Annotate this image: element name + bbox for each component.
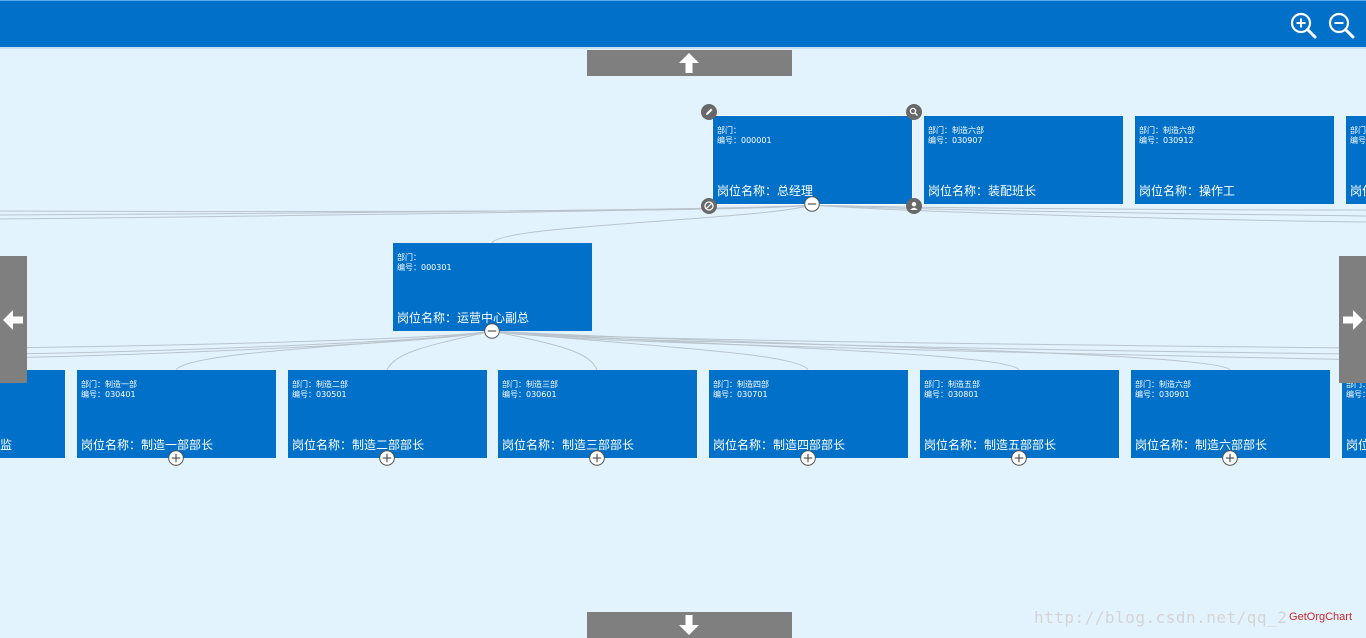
link xyxy=(0,330,493,349)
org-node-partial[interactable]: 部门： 编号： 岗位名称： xyxy=(1346,116,1366,204)
org-node[interactable]: 部门：制造六部 编号：030912 岗位名称：操作工 xyxy=(1135,116,1334,204)
link xyxy=(811,204,1366,223)
node-position-title: 监 xyxy=(0,438,13,452)
org-node[interactable]: 部门：制造三部 编号：030601 岗位名称：制造三部部长 xyxy=(498,370,697,458)
toolbar xyxy=(0,0,1366,47)
node-employee-id: 编号：030901 xyxy=(1135,390,1190,399)
link xyxy=(491,330,598,371)
minus-circle-icon[interactable] xyxy=(484,323,500,339)
node-employee-id: 编号：000001 xyxy=(717,136,772,145)
node-position-title: 岗位名称：装配班长 xyxy=(928,184,1037,198)
node-position-title: 岗位名称：运营中心副总 xyxy=(397,311,530,325)
node-position-title: 岗位名称： xyxy=(1350,184,1366,198)
arrow-down-icon xyxy=(679,615,699,635)
node-department: 部门：制造一部 xyxy=(81,380,137,389)
link xyxy=(0,204,813,212)
node-employee-id: 编号： xyxy=(1346,390,1366,399)
node-department: 部门： xyxy=(397,253,421,262)
link xyxy=(491,330,1020,371)
node-employee-id: 编号：030501 xyxy=(292,390,347,399)
link xyxy=(491,330,809,371)
node-position-title: 岗位名称：制造三部部长 xyxy=(502,438,635,452)
org-node[interactable]: 部门：制造二部 编号：030501 岗位名称：制造二部部长 xyxy=(288,370,487,458)
arrow-left-icon xyxy=(3,310,23,330)
plus-circle-icon[interactable] xyxy=(1222,450,1238,466)
org-node[interactable]: 部门： 编号：000301 岗位名称：运营中心副总 xyxy=(393,243,592,331)
zoom-in-icon[interactable] xyxy=(1289,11,1319,41)
node-position-title: 岗位名称：制造二部部长 xyxy=(292,438,425,452)
minus-circle-icon[interactable] xyxy=(804,196,820,212)
link xyxy=(0,204,813,220)
link xyxy=(491,330,1366,349)
node-employee-id: 编号：030801 xyxy=(924,390,979,399)
pencil-icon[interactable] xyxy=(701,104,717,120)
node-department: 部门：制造二部 xyxy=(292,380,348,389)
node-department: 部门：制造六部 xyxy=(1139,126,1195,135)
node-employee-id: 编号： xyxy=(1350,136,1366,145)
node-department: 部门：制造四部 xyxy=(713,380,769,389)
org-node[interactable]: 部门：制造五部 编号：030801 岗位名称：制造五部部长 xyxy=(920,370,1119,458)
arrow-up-icon xyxy=(679,53,699,73)
zoom-out-icon[interactable] xyxy=(1327,11,1357,41)
link xyxy=(386,330,493,371)
node-department: 部门：制造五部 xyxy=(924,380,980,389)
node-department: 部门： xyxy=(1346,380,1366,389)
node-position-title: 岗位名称：操作工 xyxy=(1139,184,1236,198)
watermark: http://blog.csdn.net/qq_2 xyxy=(1034,608,1288,627)
node-department: 部门：制造六部 xyxy=(928,126,984,135)
link xyxy=(491,204,813,244)
magnifier-icon[interactable] xyxy=(906,104,922,120)
link xyxy=(0,330,493,355)
node-employee-id: 编号：030601 xyxy=(502,390,557,399)
plus-circle-icon[interactable] xyxy=(800,450,816,466)
person-icon[interactable] xyxy=(906,198,922,214)
pan-down-button[interactable] xyxy=(587,612,792,638)
node-position-title: 岗位名称：制造五部部长 xyxy=(924,438,1057,452)
node-employee-id: 编号：030907 xyxy=(928,136,983,145)
org-node[interactable]: 部门：制造一部 编号：030401 岗位名称：制造一部部长 xyxy=(77,370,276,458)
toolbar-divider xyxy=(0,47,1366,49)
node-employee-id: 编号：000301 xyxy=(397,263,452,272)
org-node[interactable]: 部门：制造六部 编号：030901 岗位名称：制造六部部长 xyxy=(1131,370,1330,458)
org-node[interactable]: 部门：制造四部 编号：030701 岗位名称：制造四部部长 xyxy=(709,370,908,458)
node-position-title: 岗位名称：总经理 xyxy=(717,184,814,198)
plus-circle-icon[interactable] xyxy=(589,450,605,466)
node-department: 部门：制造六部 xyxy=(1135,380,1191,389)
node-department: 部门： xyxy=(717,126,741,135)
brand-link[interactable]: GetOrgChart xyxy=(1289,611,1352,623)
plus-circle-icon[interactable] xyxy=(379,450,395,466)
link xyxy=(491,330,1231,371)
plus-circle-icon[interactable] xyxy=(168,450,184,466)
link xyxy=(0,330,493,359)
pan-left-button[interactable] xyxy=(0,256,27,383)
node-position-title: 岗位名称：制造四部部长 xyxy=(713,438,846,452)
node-position-title: 岗位名称： xyxy=(1346,438,1366,452)
link xyxy=(175,330,493,371)
org-node[interactable]: 部门： 编号：000001 岗位名称：总经理 xyxy=(712,115,913,205)
plus-circle-icon[interactable] xyxy=(1011,450,1027,466)
org-node-partial[interactable]: 监 xyxy=(0,370,65,458)
pan-up-button[interactable] xyxy=(587,50,792,76)
node-position-title: 岗位名称：制造一部部长 xyxy=(81,438,214,452)
pan-right-button[interactable] xyxy=(1339,256,1366,383)
node-position-title: 岗位名称：制造六部部长 xyxy=(1135,438,1268,452)
link xyxy=(811,204,1366,217)
org-node-partial[interactable]: 部门： 编号： 岗位名称： xyxy=(1342,370,1366,458)
link xyxy=(811,204,1366,211)
node-employee-id: 编号：030701 xyxy=(713,390,768,399)
block-icon[interactable] xyxy=(701,198,717,214)
node-department: 部门： xyxy=(1350,126,1366,135)
node-department: 部门：制造三部 xyxy=(502,380,558,389)
node-employee-id: 编号：030912 xyxy=(1139,136,1194,145)
arrow-right-icon xyxy=(1343,310,1363,330)
org-node[interactable]: 部门：制造六部 编号：030907 岗位名称：装配班长 xyxy=(924,116,1123,204)
node-employee-id: 编号：030401 xyxy=(81,390,136,399)
